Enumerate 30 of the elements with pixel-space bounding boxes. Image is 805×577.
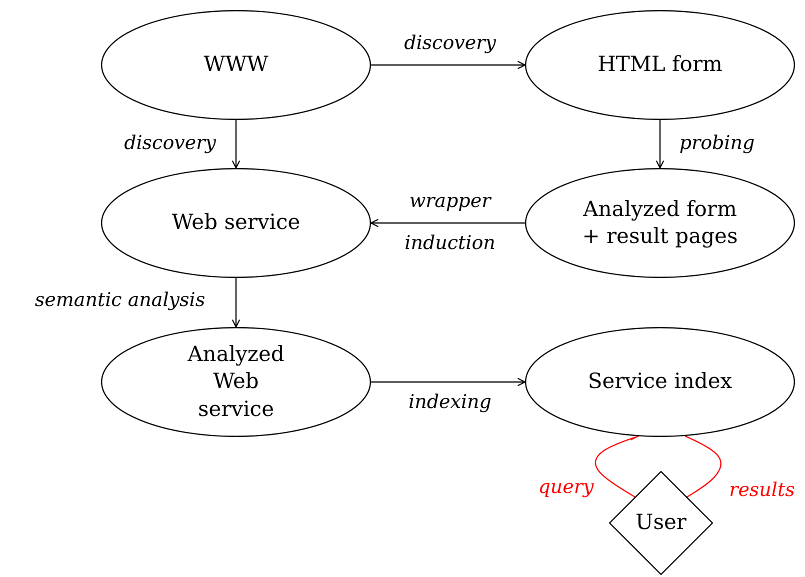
process-ellipse [525, 168, 795, 278]
node-label: Analyzed Web service [186, 341, 286, 423]
decision-diamond [609, 471, 713, 575]
arrow [370, 218, 525, 228]
node-label: Service index [588, 368, 732, 396]
process-ellipse [101, 168, 371, 278]
edge-label: probing [679, 132, 755, 154]
edge-label: query [538, 476, 594, 498]
arrow [232, 120, 240, 169]
node-label: Analyzed form + result pages [581, 196, 739, 250]
node-label: User [636, 509, 686, 536]
edge-label: discovery [124, 132, 216, 154]
edge-label: semantic analysis [34, 289, 206, 311]
arrow [594, 434, 639, 498]
process-ellipse [525, 327, 795, 437]
edge-label: indexing [408, 391, 492, 413]
process-ellipse [101, 10, 371, 120]
edge-label: discovery [404, 32, 496, 54]
arrow [656, 120, 664, 169]
edge-label: wrapper induction [404, 189, 496, 256]
process-ellipse [525, 10, 795, 120]
process-ellipse [101, 327, 371, 437]
arrow [232, 278, 240, 328]
edge-label: results [729, 479, 795, 501]
arrow [371, 378, 526, 386]
node-label: HTML form [598, 51, 722, 78]
arrow [684, 435, 722, 498]
node-label: WWW [204, 51, 268, 78]
arrow [371, 60, 526, 70]
node-label: Web service [172, 209, 300, 236]
